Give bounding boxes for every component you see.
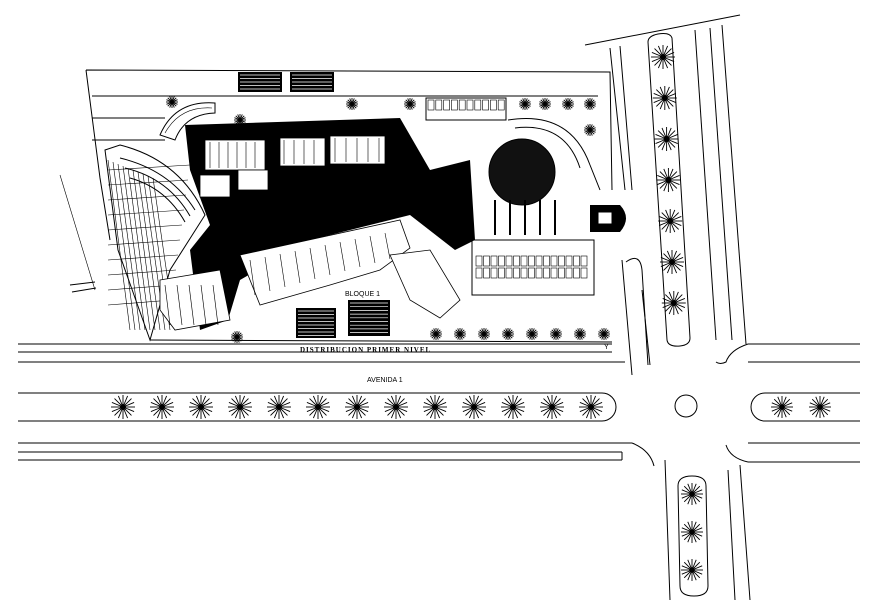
site-tree xyxy=(430,328,442,340)
avenue-median-tree xyxy=(579,395,603,419)
right-median-tree xyxy=(771,396,793,418)
site-boundary xyxy=(59,69,613,343)
site-tree xyxy=(231,331,243,343)
south-median-tree xyxy=(681,521,703,543)
avenue-1-road xyxy=(18,343,655,467)
avenue-median-tree xyxy=(384,395,408,419)
circular-plaza xyxy=(488,118,626,232)
avenue-median-tree xyxy=(189,395,213,419)
site-tree xyxy=(478,328,490,340)
schedule-tables xyxy=(296,300,390,338)
block-label: BLOQUE 1 xyxy=(345,291,380,298)
site-tree xyxy=(550,328,562,340)
vertical-street xyxy=(584,14,751,601)
site-tree xyxy=(574,328,586,340)
site-tree xyxy=(562,98,574,110)
avenue-median-tree xyxy=(228,395,252,419)
north-median-tree xyxy=(654,127,679,151)
avenue-median xyxy=(18,392,617,422)
site-tree xyxy=(404,98,416,110)
avenue-median-tree xyxy=(267,395,291,419)
site-tree xyxy=(234,114,246,126)
north-mark-label: Y xyxy=(604,344,609,351)
site-tree xyxy=(584,98,596,110)
right-median-tree xyxy=(809,396,831,418)
level-title: DISTRIBUCION PRIMER NIVEL xyxy=(300,346,431,354)
right-street xyxy=(715,343,860,463)
entrance-ramp xyxy=(159,102,216,141)
avenue-median-tree xyxy=(540,395,564,419)
avenue-median-tree xyxy=(306,395,330,419)
legend-tables xyxy=(238,72,334,92)
site-tree xyxy=(166,96,178,108)
avenue-median-tree xyxy=(423,395,447,419)
south-median-tree xyxy=(681,559,703,581)
north-median-tree xyxy=(652,86,677,110)
site-tree xyxy=(346,98,358,110)
site-tree xyxy=(539,98,551,110)
north-median-tree xyxy=(651,45,675,69)
south-median-tree xyxy=(681,483,703,505)
avenue-median-tree xyxy=(111,395,135,419)
north-median-tree xyxy=(658,209,683,233)
avenue-label: AVENIDA 1 xyxy=(367,377,403,384)
parking-lot xyxy=(425,97,595,296)
site-tree xyxy=(526,328,538,340)
site-tree xyxy=(598,328,610,340)
north-median-tree xyxy=(660,250,684,274)
site-tree xyxy=(286,122,298,134)
north-median-tree xyxy=(656,168,681,192)
site-tree xyxy=(454,328,466,340)
site-tree xyxy=(502,328,514,340)
avenue-median-tree xyxy=(501,395,525,419)
building-block xyxy=(159,118,475,331)
site-tree xyxy=(584,124,596,136)
avenue-median-tree xyxy=(462,395,486,419)
site-tree xyxy=(519,98,531,110)
roundabout xyxy=(674,394,698,418)
north-mark: Y xyxy=(604,344,609,351)
trees xyxy=(111,45,831,581)
north-median-tree xyxy=(661,291,686,315)
avenue-median-tree xyxy=(150,395,174,419)
avenue-median-tree xyxy=(345,395,369,419)
